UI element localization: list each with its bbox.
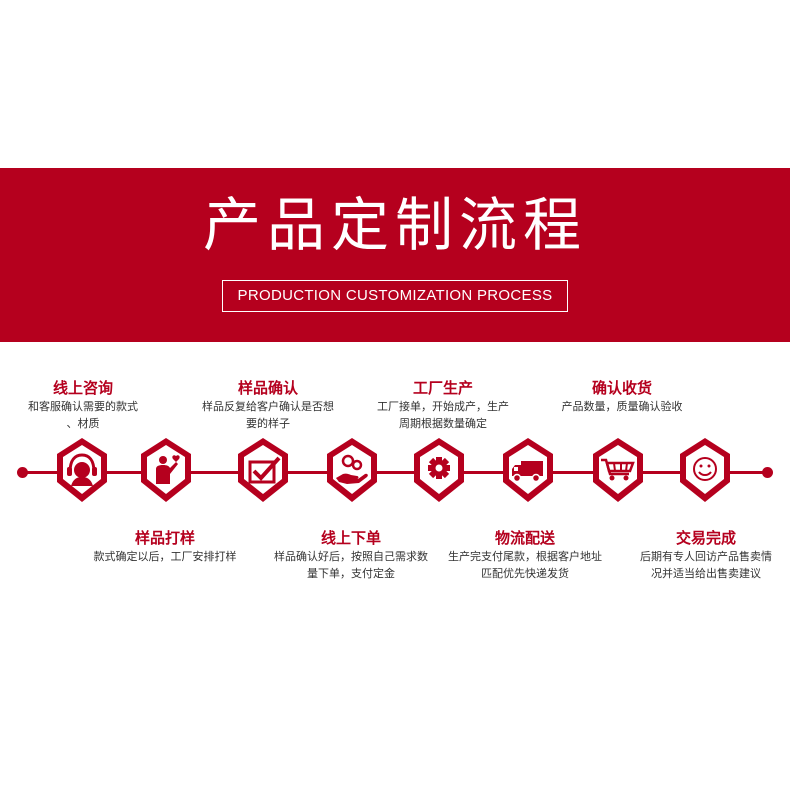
step-4-coins-hand-icon (327, 438, 377, 502)
step-2-presenter-icon (141, 438, 191, 502)
step-5-label: 工厂生产 工厂接单，开始成产，生产 周期根据数量确定 (362, 378, 524, 432)
step-5-desc-line1: 工厂接单，开始成产，生产 (377, 400, 509, 413)
step-3-checkbox-check-icon (238, 438, 288, 502)
step-2-desc-line1: 款式确定以后，工厂安排打样 (93, 550, 237, 563)
step-4-desc-line1: 样品确认好后，按照自己需求数 (274, 550, 428, 563)
step-7-title: 确认收货 (591, 379, 652, 397)
step-1-label: 线上咨询 和客服确认需要的款式 、材质 (2, 378, 164, 432)
step-1-title: 线上咨询 (52, 379, 113, 397)
step-3-desc-line1: 样品反复给客户确认是否想 (202, 400, 334, 413)
step-5-title: 工厂生产 (412, 379, 473, 397)
step-8-title: 交易完成 (675, 529, 736, 547)
step-3-label: 样品确认 样品反复给客户确认是否想 要的样子 (188, 378, 348, 432)
step-8-desc-line1: 后期有专人回访产品售卖情 (640, 550, 772, 563)
step-2-title: 样品打样 (134, 529, 195, 547)
step-5-desc-line2: 周期根据数量确定 (399, 417, 487, 430)
timeline-line (22, 471, 768, 474)
step-7-desc-line1: 产品数量，质量确认验收 (561, 400, 683, 413)
step-1-desc-line2: 、材质 (66, 417, 100, 430)
title-banner (0, 168, 790, 342)
timeline-end-dot (762, 467, 773, 478)
step-2-label: 样品打样 款式确定以后，工厂安排打样 (83, 528, 247, 565)
timeline-start-dot (17, 467, 28, 478)
step-8-smiley-face-icon (680, 438, 730, 502)
step-7-label: 确认收货 产品数量，质量确认验收 (546, 378, 698, 415)
step-4-title: 线上下单 (320, 529, 381, 547)
page-subtitle: PRODUCTION CUSTOMIZATION PROCESS (222, 280, 568, 312)
step-8-desc-line2: 况并适当给出售卖建议 (651, 567, 761, 580)
step-5-gear-icon (414, 438, 464, 502)
page-title: 产品定制流程 (202, 191, 587, 259)
step-6-delivery-truck-icon (503, 438, 553, 502)
step-6-desc-line2: 匹配优先快递发货 (481, 567, 569, 580)
step-7-shopping-cart-icon (593, 438, 643, 502)
step-6-desc-line1: 生产完支付尾款，根据客户地址 (448, 550, 602, 563)
step-6-title: 物流配送 (494, 529, 555, 547)
step-1-headset-support-icon (57, 438, 107, 502)
step-1-desc-line1: 和客服确认需要的款式 (28, 400, 138, 413)
step-6-label: 物流配送 生产完支付尾款，根据客户地址 匹配优先快递发货 (440, 528, 610, 582)
step-3-desc-line2: 要的样子 (246, 417, 290, 430)
step-8-label: 交易完成 后期有专人回访产品售卖情 况并适当给出售卖建议 (628, 528, 784, 582)
step-3-title: 样品确认 (237, 379, 298, 397)
step-4-desc-line2: 量下单，支付定金 (307, 567, 395, 580)
step-4-label: 线上下单 样品确认好后，按照自己需求数 量下单，支付定金 (266, 528, 436, 582)
